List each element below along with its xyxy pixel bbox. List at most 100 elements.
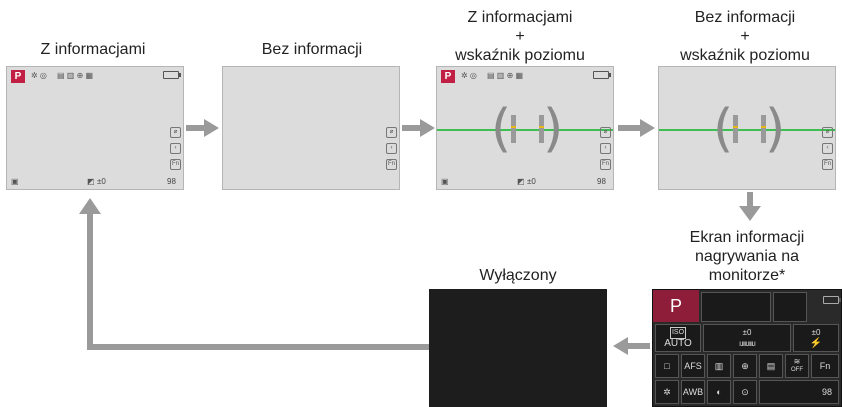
battery-icon: [163, 71, 181, 79]
screen-off: [429, 289, 607, 407]
caption-line: +: [515, 28, 525, 45]
level-right-bracket-icon: ): [765, 99, 786, 159]
info-top-box-2: [773, 292, 807, 322]
level-left-bracket-icon: (: [491, 99, 512, 159]
info-fn-cell: Fn: [811, 354, 839, 378]
af-area-icon: □: [664, 361, 670, 371]
tab-icon: ‹: [386, 143, 397, 154]
caption-line: wskaźnik poziomu: [455, 47, 585, 64]
format-icon: ▤ ▥ ⊕ ▦: [57, 71, 94, 80]
info-photo-style-cell: ✲: [655, 380, 679, 404]
info-quality-cell: ▥: [707, 354, 731, 378]
exposure-value: ±0: [527, 177, 536, 186]
screen-with-info-level: P ✲ ◎ ▤ ▥ ⊕ ▦ ( ) ⌀ ‹ Fn ▣ ◩ ±0 98: [436, 66, 614, 190]
level-left-bracket-icon: (: [713, 99, 734, 159]
arrow-3-icon: [618, 119, 655, 137]
info-top-box-1: [701, 292, 771, 322]
idynamic-icon: ◐: [716, 387, 722, 397]
level-left-bar: [511, 115, 516, 143]
caption-without-info-level: Bez informacji + wskaźnik poziomu: [652, 8, 838, 65]
info-ev-value: ±0: [742, 328, 752, 337]
touch-icon: ⌀: [386, 127, 397, 138]
level-left-bar: [733, 115, 738, 143]
screen-with-info: P ✲ ◎ ▤ ▥ ⊕ ▦ ⌀ ‹ Fn ▣ ◩ ±0 98: [6, 66, 184, 190]
caption-off: Wyłączony: [479, 267, 557, 284]
fn-icon: Fn: [822, 159, 833, 170]
photo-style-icon: ✲ ◎: [31, 71, 47, 80]
caption-line: Z informacjami: [467, 9, 573, 26]
info-af-mode-cell: AFS: [681, 354, 705, 378]
format-icon: ▤ ▥ ⊕ ▦: [487, 71, 524, 80]
wifi-icon: ≋: [793, 357, 801, 366]
touch-icon: ⌀: [822, 127, 833, 138]
mode-badge: P: [441, 70, 455, 83]
exposure-value: ±0: [97, 177, 106, 186]
caption-line: Bez informacji: [694, 9, 796, 26]
level-right-bar: [761, 115, 766, 143]
tab-icon: ‹: [170, 143, 181, 154]
ibis-icon: ▣: [441, 177, 449, 186]
fn-icon: Fn: [170, 159, 181, 170]
screen-without-info-level: ( ) ⌀ ‹ Fn: [658, 66, 836, 190]
caption-line: wskaźnik poziomu: [680, 47, 810, 64]
fn-icon: Fn: [386, 159, 397, 170]
arrow-return-icon: [79, 198, 429, 350]
info-wifi-cell: ≋ OFF: [785, 354, 809, 378]
screen-without-info: ⌀ ‹ Fn: [222, 66, 400, 190]
screen-info-monitor: P ISO AUTO ±0 ı.ıııı.ıııı.ı ±0 ⚡ □ AFS ▥…: [652, 289, 842, 407]
info-shots-value: 98: [821, 387, 832, 397]
arrow-left-icon: [613, 337, 650, 355]
info-idynamic-cell: ◐: [707, 380, 731, 404]
info-af-area-cell: □: [655, 354, 679, 378]
info-shots-cell: 98: [759, 380, 839, 404]
mode-badge: P: [11, 70, 25, 83]
level-right-bar: [539, 115, 544, 143]
info-iso-value: AUTO: [664, 338, 692, 349]
caption-line: +: [740, 28, 750, 45]
arrow-down-icon: [739, 192, 761, 221]
caption-with-info-level: Z informacjami + wskaźnik poziomu: [430, 8, 610, 65]
photo-style-icon: ✲ ◎: [461, 71, 477, 80]
quality-icon: ▥: [714, 360, 724, 371]
battery-icon: [593, 71, 611, 79]
level-right-bracket-icon: ): [543, 99, 564, 159]
photo-style-icon: ✲: [663, 386, 671, 397]
caption-line: monitorze*: [708, 267, 786, 284]
caption-line: Ekran informacji: [689, 229, 805, 246]
level-line: [659, 129, 835, 131]
info-iso-label: ISO: [669, 327, 687, 339]
mode-badge: P: [653, 290, 699, 322]
fn-icon: Fn: [600, 159, 611, 170]
info-off-label: OFF: [791, 367, 803, 373]
info-size-cell: ⊕: [733, 354, 757, 378]
info-flash-ev: ±0: [811, 328, 821, 337]
info-wb-cell: AWB: [681, 380, 705, 404]
format-icon: ▤: [766, 360, 776, 371]
info-iso-cell: ISO AUTO: [655, 324, 701, 352]
info-flash-cell: ±0 ⚡: [793, 324, 839, 352]
shots-remaining: 98: [167, 177, 176, 186]
tab-icon: ‹: [600, 143, 611, 154]
caption-with-info: Z informacjami: [40, 41, 146, 58]
tab-icon: ‹: [822, 143, 833, 154]
info-exposure-scale: ±0 ı.ıııı.ıııı.ı: [703, 324, 791, 352]
touch-icon: ⌀: [600, 127, 611, 138]
exposure-icon: ◩: [87, 177, 95, 186]
touch-icon: ⌀: [170, 127, 181, 138]
arrow-2-icon: [402, 119, 435, 137]
metering-icon: ⊙: [741, 386, 749, 397]
size-icon: ⊕: [741, 360, 749, 371]
info-format-cell: ▤: [759, 354, 783, 378]
level-line: [437, 129, 613, 131]
ibis-icon: ▣: [11, 177, 19, 186]
caption-line: nagrywania na: [694, 248, 800, 265]
flash-icon: ⚡: [809, 338, 823, 349]
info-metering-cell: ⊙: [733, 380, 757, 404]
exposure-icon: ◩: [517, 177, 525, 186]
shots-remaining: 98: [597, 177, 606, 186]
caption-without-info: Bez informacji: [261, 41, 363, 58]
exposure-scale-icon: ı.ıııı.ıııı.ı: [739, 339, 756, 348]
battery-icon: [823, 296, 841, 304]
caption-info-monitor: Ekran informacji nagrywania na monitorze…: [652, 228, 842, 285]
arrow-1-icon: [186, 119, 219, 137]
